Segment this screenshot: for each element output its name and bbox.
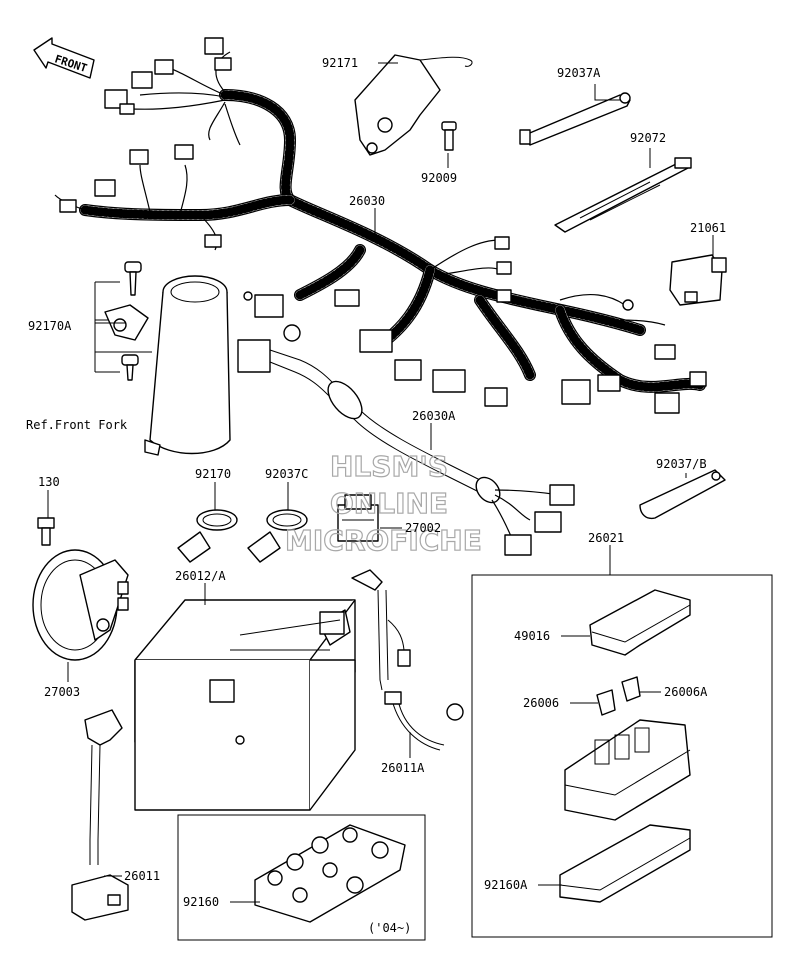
- label-26030A: 26030A: [412, 409, 456, 423]
- sub-harness-26030A: [237, 339, 575, 556]
- label-26006A: 26006A: [664, 685, 708, 699]
- label-27002: 27002: [405, 521, 441, 535]
- panel-frame-92160: [177, 814, 426, 941]
- label-26011: 26011: [124, 869, 160, 883]
- label-92072: 92072: [630, 131, 666, 145]
- leader-lines: [47, 62, 714, 903]
- holder-92037B: [639, 469, 726, 520]
- label-92170A: 92170A: [28, 319, 72, 333]
- label-26006: 26006: [523, 696, 559, 710]
- clamp-92170: [177, 509, 238, 563]
- cable-26011A: [351, 569, 464, 751]
- bracket-92171: [354, 54, 473, 156]
- label-26011A: 26011A: [381, 761, 425, 775]
- leader-92170A: [94, 281, 152, 373]
- label-92160: 92160: [183, 895, 219, 909]
- label-92037B: 92037/B: [656, 457, 707, 471]
- label-130: 130: [38, 475, 60, 489]
- label-26012A: 26012/A: [175, 569, 226, 583]
- fuse-box-frame-26021: [471, 574, 773, 938]
- bolt-92009: [441, 121, 457, 151]
- main-harness-26030: [54, 37, 707, 414]
- watermark-line1: HLSM'S: [330, 450, 448, 483]
- battery-26012A: [134, 599, 356, 811]
- band-92072: [554, 157, 692, 233]
- watermark-line2: ONLINE: [330, 487, 448, 520]
- label-92171: 92171: [322, 56, 358, 70]
- part-labels: 92171 92037A 92072 92009 26030 21061 921…: [26, 56, 726, 935]
- relay-21061: [669, 254, 727, 306]
- fork-clamp-group: [104, 261, 231, 456]
- clamp-92037C: [247, 509, 308, 563]
- relay-27002: [337, 494, 379, 542]
- label-27003: 27003: [44, 685, 80, 699]
- label-26030: 26030: [349, 194, 385, 208]
- horn-group: [32, 517, 129, 661]
- label-92037C: 92037C: [265, 467, 308, 481]
- label-92037A: 92037A: [557, 66, 601, 80]
- label-49016: 49016: [514, 629, 550, 643]
- label-ref-front-fork: Ref.Front Fork: [26, 418, 128, 432]
- label-21061: 21061: [690, 221, 726, 235]
- label-year-note: ('04~): [368, 921, 411, 935]
- cable-26011: [71, 709, 129, 921]
- label-92160A: 92160A: [484, 878, 528, 892]
- front-arrow: FRONT: [33, 37, 95, 79]
- watermark-line3: MICROFICHE: [285, 524, 482, 557]
- strap-92037A: [519, 92, 631, 146]
- label-92170: 92170: [195, 467, 231, 481]
- label-92009: 92009: [421, 171, 457, 185]
- label-26021: 26021: [588, 531, 624, 545]
- watermark: HLSM'S ONLINE MICROFICHE: [284, 449, 482, 557]
